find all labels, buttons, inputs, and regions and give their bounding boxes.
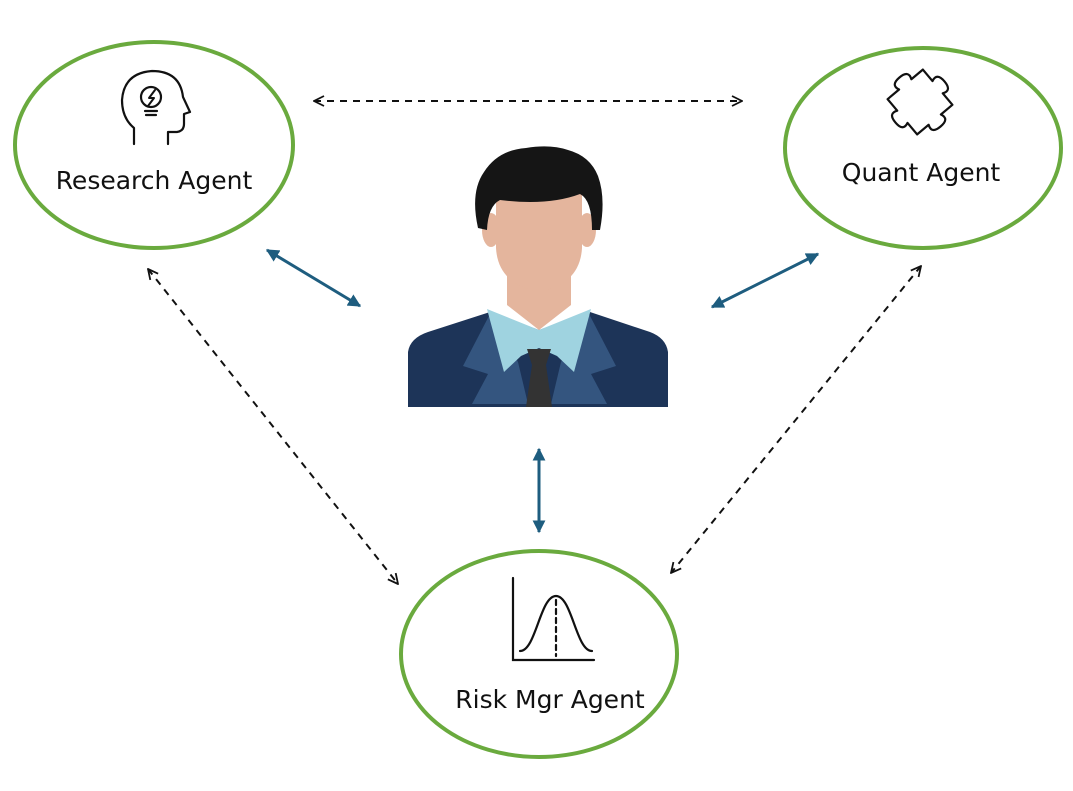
bell-curve-icon <box>511 576 596 662</box>
hair <box>475 146 603 230</box>
risk-mgr-agent-label: Risk Mgr Agent <box>455 685 645 714</box>
quant-agent-ellipse <box>783 46 1063 250</box>
face <box>496 190 582 292</box>
necktie <box>526 349 552 407</box>
risk-mgr-agent-node: Risk Mgr Agent <box>399 549 679 759</box>
research-agent-node: Research Agent <box>13 40 295 250</box>
research-agent-label: Research Agent <box>56 166 253 195</box>
shirt-collar <box>487 309 591 372</box>
quant-agent-label: Quant Agent <box>842 158 1001 187</box>
risk-mgr-agent-ellipse <box>399 549 679 759</box>
left-lapel <box>463 312 528 404</box>
right-ear <box>578 213 596 247</box>
business-person-icon <box>408 146 668 407</box>
right-lapel <box>551 312 616 404</box>
link-quant-human <box>710 252 820 309</box>
link-quant-risk <box>671 266 921 573</box>
puzzle-piece-icon <box>886 68 954 136</box>
research-agent-ellipse <box>13 40 295 250</box>
link-research-human <box>265 248 362 308</box>
lightbulb-head-icon <box>120 69 192 146</box>
quant-agent-node: Quant Agent <box>783 46 1063 250</box>
link-research-risk <box>148 269 398 584</box>
